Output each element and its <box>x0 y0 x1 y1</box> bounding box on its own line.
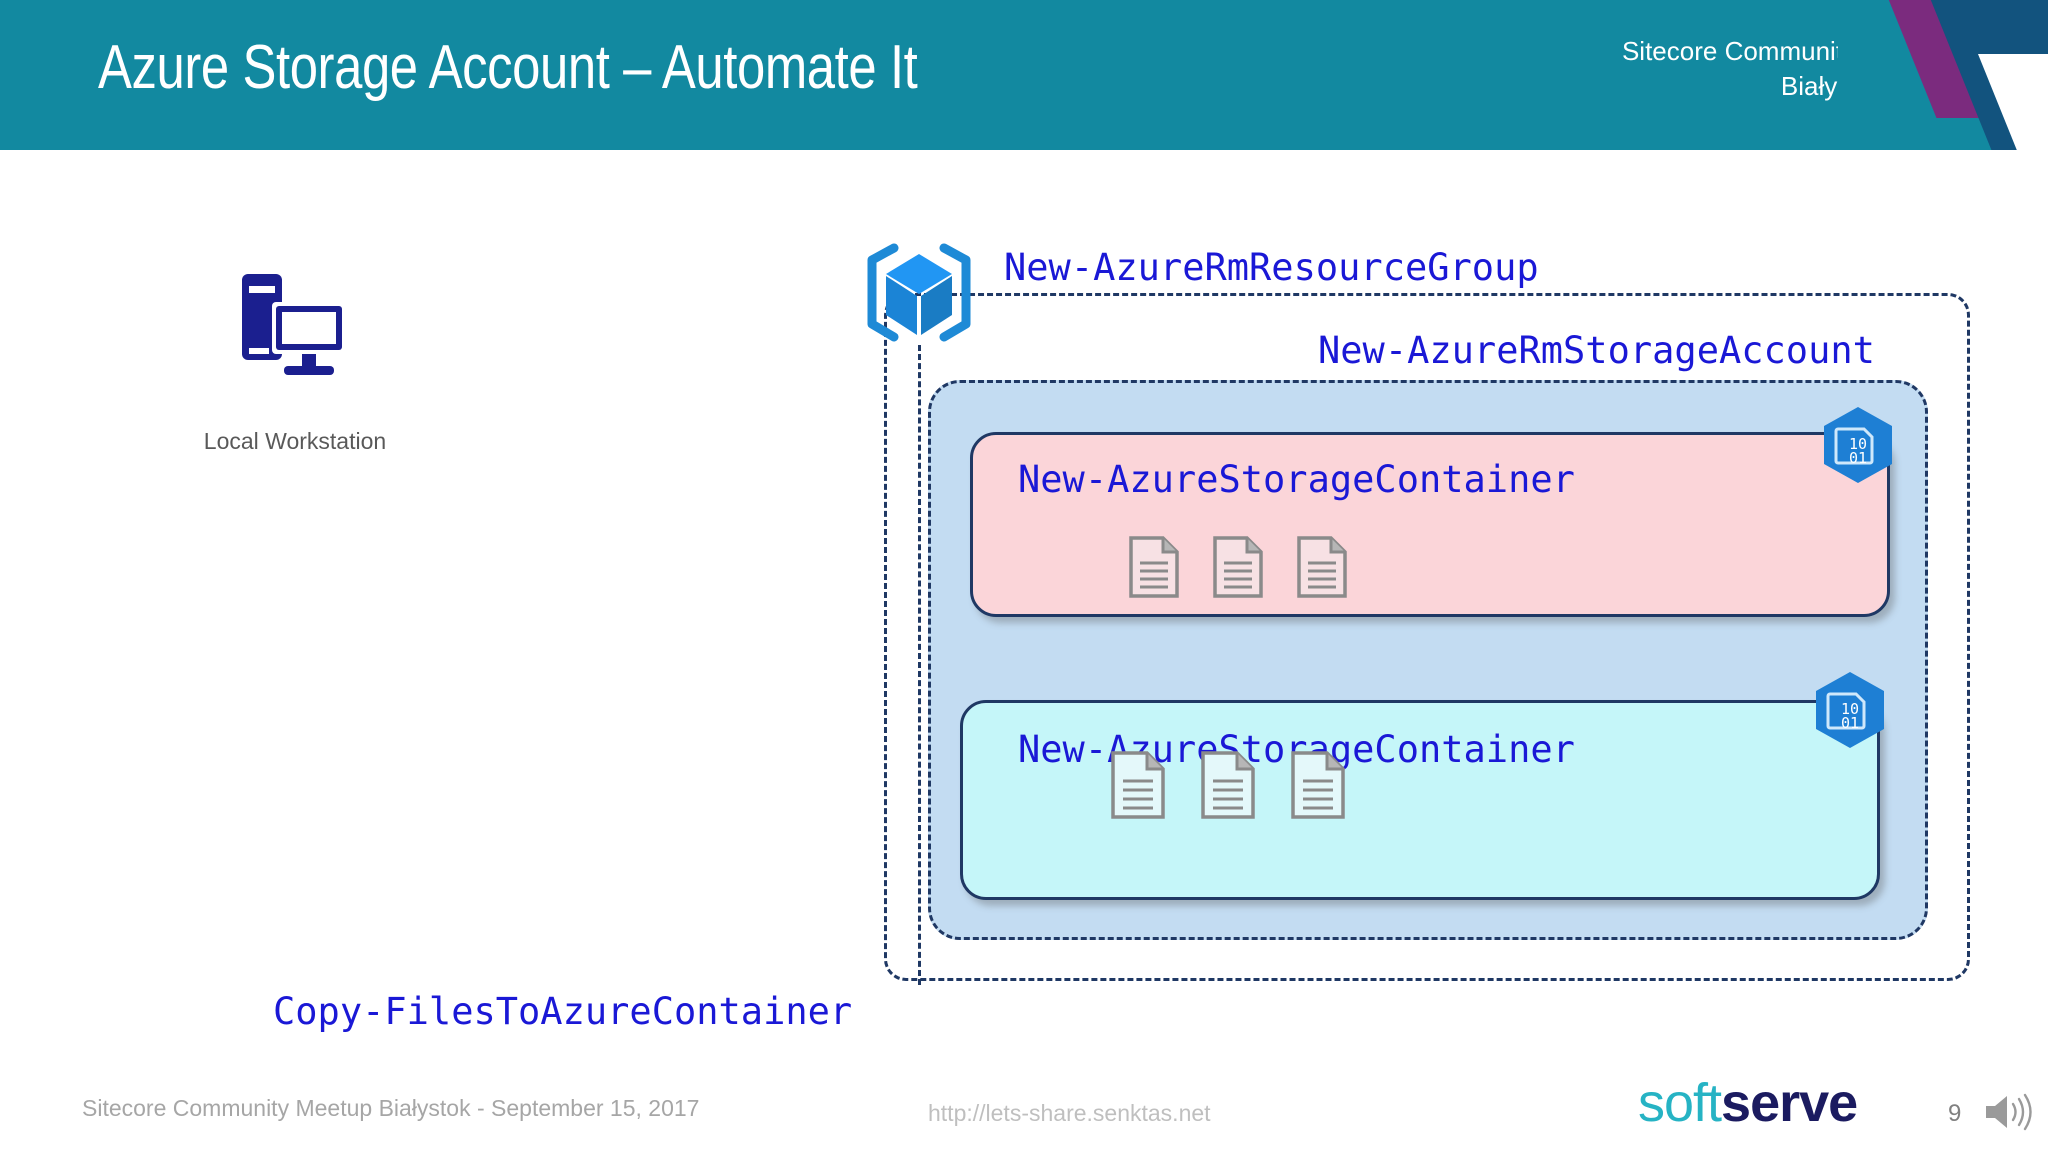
svg-text:01: 01 <box>1849 449 1867 467</box>
slide-header: Azure Storage Account – Automate It Site… <box>0 0 2048 150</box>
document-icon <box>1290 750 1346 825</box>
document-icon-row-2 <box>1110 750 1346 825</box>
resource-group-boundary <box>884 293 1970 981</box>
document-icon <box>1296 535 1348 604</box>
softserve-logo: softserve <box>1638 1072 1858 1134</box>
svg-text:10: 10 <box>1841 700 1859 718</box>
svg-text:10: 10 <box>1849 435 1867 453</box>
azure-resource-group-cube-icon <box>858 238 980 348</box>
document-icon <box>1128 535 1180 604</box>
logo-soft-text: soft <box>1638 1073 1722 1133</box>
document-icon-row-1 <box>1128 535 1348 604</box>
storage-container-label-1: New-AzureStorageContainer <box>1018 458 1575 501</box>
footer-url[interactable]: http://lets-share.senktas.net <box>928 1100 1211 1126</box>
document-icon <box>1110 750 1166 825</box>
svg-text:01: 01 <box>1841 714 1859 732</box>
document-icon <box>1212 535 1264 604</box>
footer-event-text: Sitecore Community Meetup Białystok - Se… <box>82 1095 700 1121</box>
storage-container-box-1 <box>970 432 1890 617</box>
page-number: 9 <box>1948 1100 1962 1127</box>
azure-blob-container-icon: 10 01 <box>1812 670 1888 750</box>
logo-serve-text: serve <box>1721 1073 1858 1133</box>
workstation-icon <box>228 260 358 390</box>
resource-group-label: New-AzureRmResourceGroup <box>1004 246 1539 289</box>
azure-blob-container-icon: 10 01 <box>1820 405 1896 485</box>
storage-account-label: New-AzureRmStorageAccount <box>1318 329 1875 372</box>
workstation-label: Local Workstation <box>203 428 387 454</box>
copy-command-label: Copy-FilesToAzureContainer <box>273 990 853 1033</box>
speaker-icon[interactable] <box>1982 1090 2032 1134</box>
corner-decoration <box>1838 0 2048 150</box>
resource-group-connector-line <box>918 345 921 985</box>
document-icon <box>1200 750 1256 825</box>
page-title: Azure Storage Account – Automate It <box>98 33 918 102</box>
